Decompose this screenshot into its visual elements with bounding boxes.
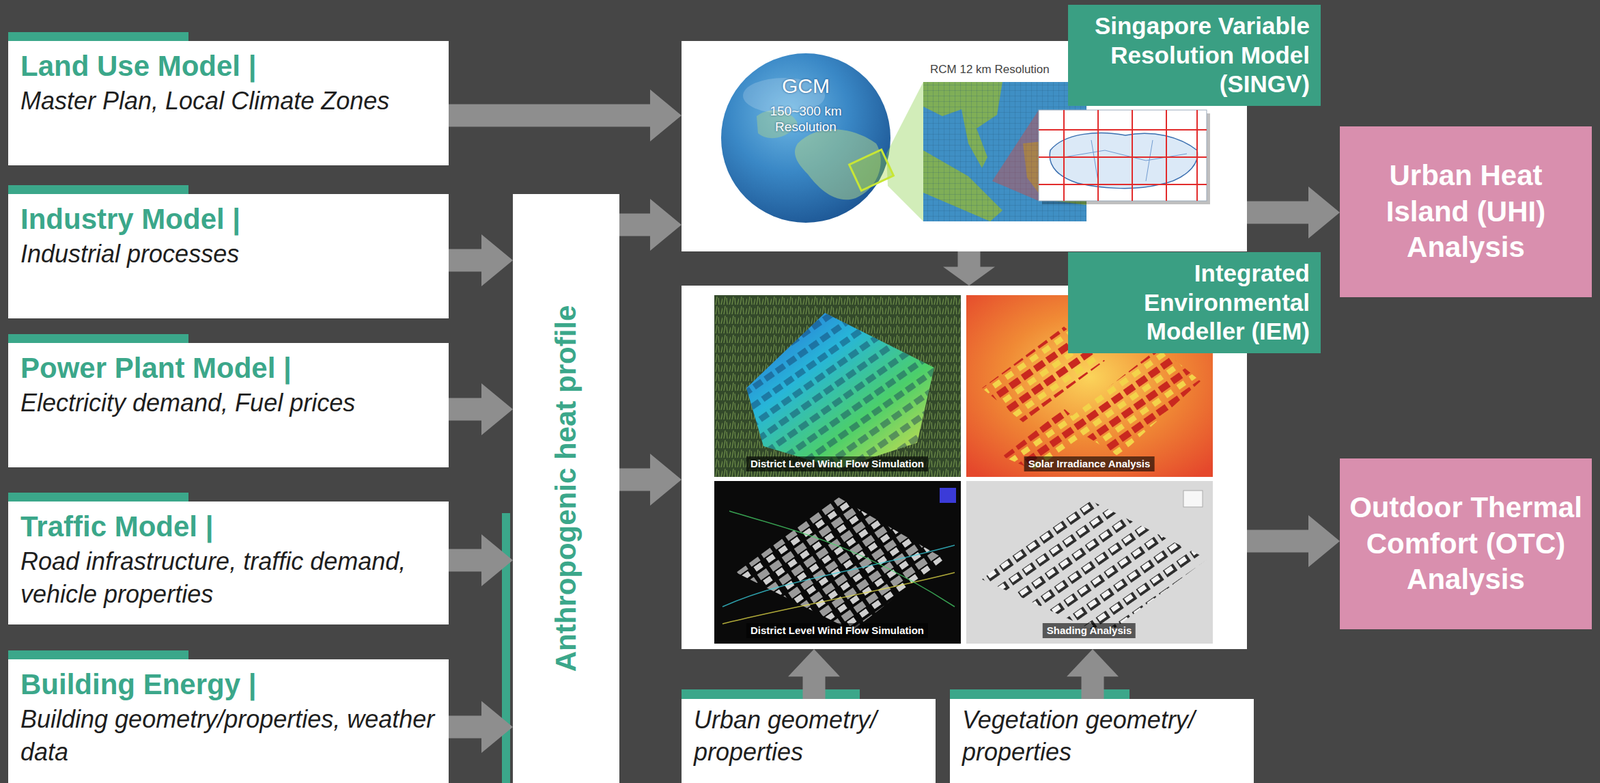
accent-bar [8,32,189,41]
analysis-box: Urban Heat Island (UHI) Analysis [1339,126,1592,298]
flow-marker [939,487,957,503]
analysis-label: Urban Heat Island (UHI) Analysis [1349,157,1583,266]
streamline [722,544,955,607]
block-arrow [448,383,513,435]
model-box: Building Energy |Building geometry/prope… [8,658,449,783]
band-label: Anthropogenic heat profile [549,305,584,672]
resolution-label: 150~300 km Resolution [754,103,858,136]
shading-marker [1183,490,1203,507]
wind-field [746,312,935,469]
accent-bar [8,333,189,343]
shading-image [966,480,1213,644]
image-caption: District Level Wind Flow Simulation [746,456,929,472]
input-label: Vegetation geometry/ properties [962,704,1242,769]
image-caption: District Level Wind Flow Simulation [746,622,929,638]
analysis-box: Outdoor Thermal Comfort (OTC) Analysis [1339,458,1592,629]
island-outline [1049,132,1198,188]
zoom-fan [992,109,1039,201]
model-box: Industry Model |Industrial processes [8,193,449,319]
resolution-label: RCM 12 km Resolution [930,62,1050,77]
input-box: Urban geometry/ properties [681,698,936,783]
flow-buildings [736,497,945,631]
model-box: Traffic Model |Road infrastructure, traf… [8,501,449,625]
block-arrow [788,648,840,699]
block-arrow [448,89,682,142]
shading-buildings [981,497,1208,636]
block-arrow [1246,514,1340,567]
globe [721,53,891,223]
analysis-label: Outdoor Thermal Comfort (OTC) Analysis [1349,489,1583,598]
model-inputs: Master Plan, Local Climate Zones [20,84,437,118]
panel-heading: Singapore Variable Resolution Model (SIN… [1068,4,1321,106]
accent-bar [8,492,189,502]
region-box [849,149,894,191]
streamline [722,572,955,624]
model-heading: Building Energy | [20,667,437,702]
flow-image [714,480,961,644]
model-heading: Land Use Model | [20,49,437,84]
model-box: Power Plant Model |Electricity demand, F… [8,342,449,468]
block-arrow [619,198,682,251]
block-arrow [1066,648,1119,699]
model-heading: Power Plant Model | [20,351,437,386]
singapore-inset [1038,109,1207,201]
block-arrow [448,700,513,753]
island-roads [1063,139,1187,181]
panel-heading: Integrated Environmental Modeller (IEM) [1068,251,1321,354]
accent-bar [681,689,860,699]
model-box: Land Use Model |Master Plan, Local Clima… [8,40,449,166]
block-arrow [448,534,513,586]
wind-image [714,295,961,477]
image-caption: Solar Irradiance Analysis [1024,456,1155,472]
wind-buildings [746,312,935,469]
zoom-fan [886,81,924,222]
model-inputs: Industrial processes [20,237,437,271]
globe-label: GCM [758,73,854,99]
block-arrow [619,453,682,506]
accent-bar [8,185,189,194]
input-label: Urban geometry/ properties [693,704,924,769]
accent-bar [8,650,189,659]
model-inputs: Electricity demand, Fuel prices [20,386,437,420]
grass-texture [714,295,961,477]
model-inputs: Road infrastructure, traffic demand, veh… [20,544,437,611]
block-arrow [1246,186,1340,239]
block-arrow [448,234,513,287]
model-heading: Traffic Model | [20,509,437,544]
input-box: Vegetation geometry/ properties [949,698,1254,783]
image-caption: Shading Analysis [1042,622,1136,638]
solar-buildings [1063,346,1201,457]
model-inputs: Building geometry/properties, weather da… [20,702,437,769]
model-grid [1038,109,1207,201]
heat-profile-band: Anthropogenic heat profile [512,193,620,783]
block-arrow [943,251,995,286]
model-heading: Industry Model | [20,202,437,237]
streamline [729,510,955,607]
